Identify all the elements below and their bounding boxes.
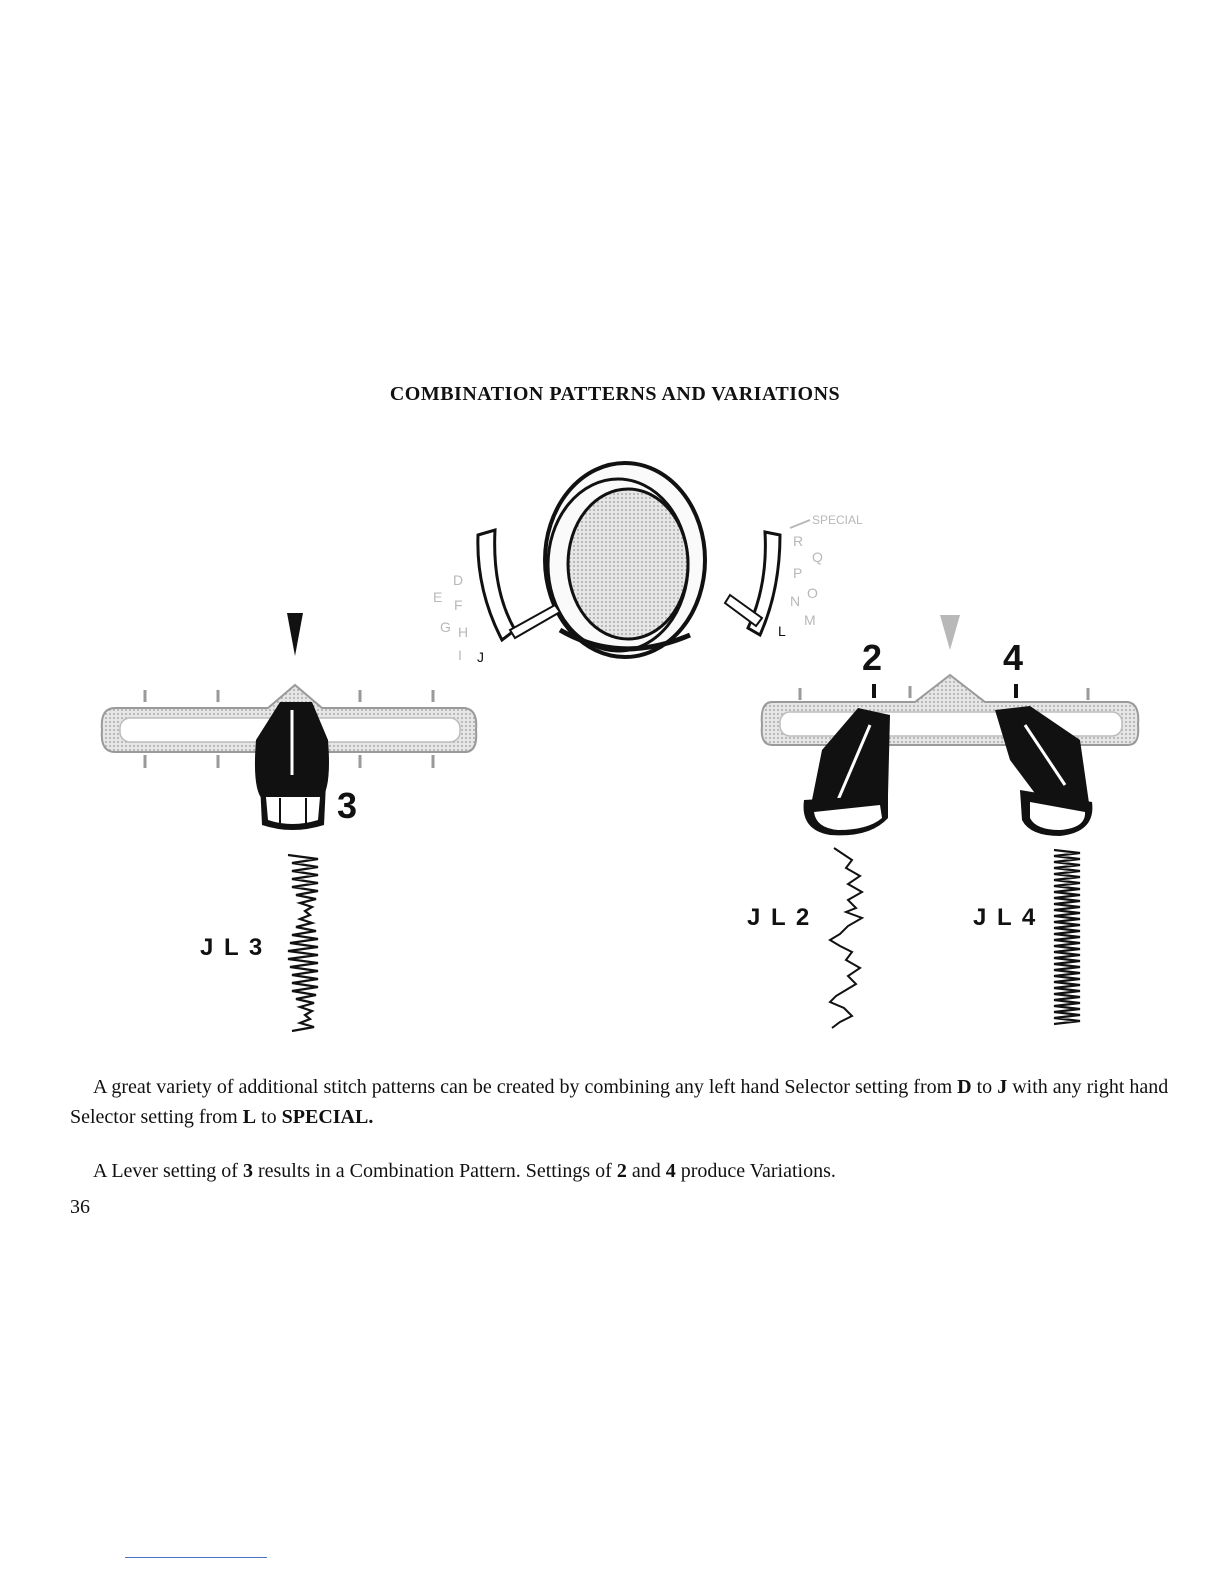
page-number: 36 <box>70 1196 90 1218</box>
dial-letter-j: J <box>477 649 484 665</box>
stitch-sample-jl4 <box>1053 848 1081 1026</box>
stitch-label-jl3: J L 3 <box>200 934 264 961</box>
page-title: COMBINATION PATTERNS AND VARIATIONS <box>389 383 841 405</box>
paragraph-combination: A great variety of additional stitch pat… <box>70 1076 1169 1128</box>
dial-letter-p: P <box>793 565 802 581</box>
dial-letter-n: N <box>790 593 800 609</box>
pointer-arrow-gray-icon <box>940 615 960 650</box>
dial-letter-d: D <box>453 572 463 588</box>
dial-letter-g: G <box>440 619 451 635</box>
dial-letter-i: I <box>458 647 462 663</box>
stitch-label-jl4: J L 4 <box>973 904 1037 931</box>
selector-illustration: D E F G H I J SPECIAL R Q P O N M L <box>0 440 1224 1050</box>
dial-letter-r: R <box>793 533 803 549</box>
footer-rule <box>125 1557 267 1558</box>
lever-setting-3: 3 <box>337 785 357 826</box>
lever-setting-2: 2 <box>862 637 882 678</box>
lever-left-assembly <box>100 613 478 830</box>
dial-letter-o: O <box>807 585 818 601</box>
selector-dial <box>476 461 782 659</box>
dial-letter-f: F <box>454 597 463 613</box>
stitch-label-jl2: J L 2 <box>747 904 811 931</box>
lever-right-assembly <box>760 615 1140 836</box>
dial-letter-h: H <box>458 624 468 640</box>
pointer-arrow-icon <box>287 613 303 656</box>
lever-setting-4: 4 <box>1003 637 1023 678</box>
stitch-sample-jl3 <box>287 853 319 1033</box>
stitch-sample-jl2 <box>828 847 865 1029</box>
paragraph-lever-setting: A Lever setting of 3 results in a Combin… <box>93 1160 836 1182</box>
dial-letter-m: M <box>804 612 816 628</box>
illustration-svg: D E F G H I J SPECIAL R Q P O N M L <box>100 461 1140 1033</box>
dial-letter-l: L <box>778 623 786 639</box>
dial-letter-q: Q <box>812 549 823 565</box>
dial-letter-special: SPECIAL <box>812 513 863 527</box>
dial-letter-e: E <box>433 589 442 605</box>
